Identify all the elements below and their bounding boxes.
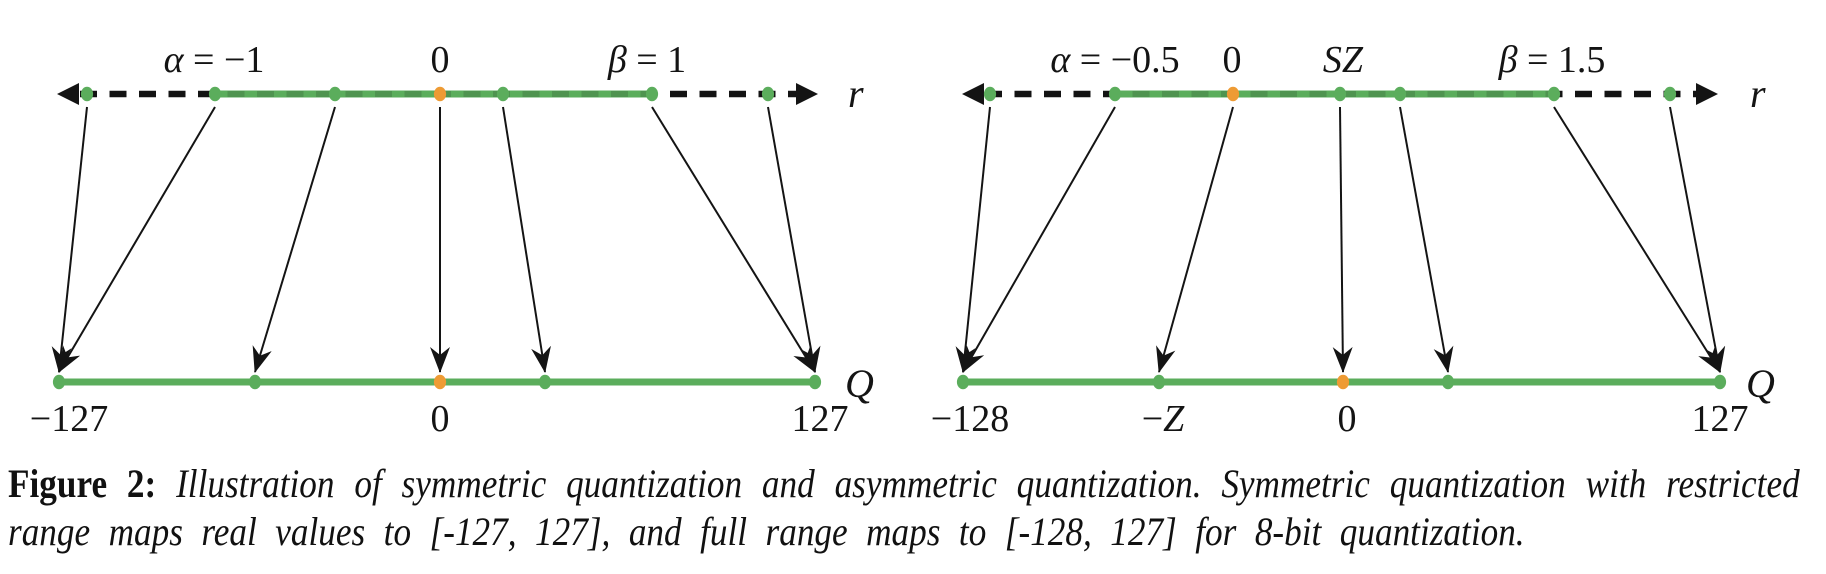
mapping-arrow: [58, 106, 216, 373]
mapping-arrow: [502, 106, 551, 373]
real-axis-tick-label: SZ: [1323, 39, 1364, 81]
real-axis-tick-label: α = −1: [164, 39, 265, 81]
mapping-arrow: [1553, 106, 1721, 373]
real-value-dot: [645, 86, 659, 102]
quantized-axis-tick-label: −127: [30, 398, 108, 440]
quantization-diagrams: α = −1 0 β = 1 −127 0 127 rQα = −0.5 0 SZ β = 1.5…: [30, 39, 1775, 440]
quantized-axis-tick-label: 0: [1338, 398, 1357, 440]
mapping-arrow: [1156, 106, 1234, 373]
real-value-dot: [328, 86, 342, 102]
real-value-dot: [983, 86, 997, 102]
quantized-axis-tick-label: −Z: [1142, 398, 1185, 440]
quantized-value-dot: [1336, 374, 1350, 390]
quantized-value-dot: [538, 374, 552, 390]
quantized-axis-tick-label: 0: [431, 398, 450, 440]
quantized-value-dot: [1713, 374, 1727, 390]
real-value-dot: [496, 86, 510, 102]
real-value-dot: [80, 86, 94, 102]
quantized-axis-name: Q: [845, 361, 874, 406]
real-value-dot: [208, 86, 222, 102]
real-axis-tick-label: 0: [1223, 39, 1242, 81]
caption-line1-text: Illustration of symmetric quantization a…: [156, 461, 1800, 506]
mapping-arrow: [651, 106, 816, 373]
mapping-arrow: [1332, 106, 1353, 373]
diagram-asymmetric-quantization: α = −0.5 0 SZ β = 1.5 −128 −Z 0 127 rQ: [931, 39, 1775, 440]
real-value-dot: [1333, 86, 1347, 102]
axis-left-arrowhead-icon: [57, 83, 79, 105]
real-axis-tick-label: β = 1.5: [1498, 39, 1606, 81]
quantized-value-dot: [52, 374, 66, 390]
caption-line-2: range maps real values to [-127, 127], a…: [8, 508, 1800, 556]
quantized-axis-tick-label: −128: [931, 398, 1009, 440]
caption-line-1: Figure 2: Illustration of symmetric quan…: [8, 460, 1800, 508]
mapping-arrow: [1399, 106, 1454, 373]
mapping-arrow: [51, 106, 88, 373]
real-value-dot: [1547, 86, 1561, 102]
mapping-arrow: [1669, 106, 1726, 373]
real-value-dot: [1393, 86, 1407, 102]
mapping-arrow: [767, 106, 821, 373]
real-axis-tick-label: α = −0.5: [1050, 39, 1179, 81]
real-axis-tick-label: 0: [431, 39, 450, 81]
real-value-dot: [761, 86, 775, 102]
real-axis-tick-label: β = 1: [607, 39, 686, 81]
mapping-arrow: [955, 106, 991, 373]
real-axis-name: r: [848, 71, 864, 116]
diagram-symmetric-quantization: α = −1 0 β = 1 −127 0 127 rQ: [30, 39, 874, 440]
quantized-axis-tick-label: 127: [792, 398, 849, 440]
caption-line2-text: range maps real values to [-127, 127], a…: [8, 509, 1525, 554]
quantized-value-dot: [1152, 374, 1166, 390]
real-value-dot: [1108, 86, 1122, 102]
quantized-value-dot: [1441, 374, 1455, 390]
real-value-dot: [1226, 86, 1240, 102]
quantized-value-dot: [956, 374, 970, 390]
figure-caption: Figure 2: Illustration of symmetric quan…: [8, 460, 1800, 556]
real-axis-name: r: [1750, 71, 1766, 116]
quantized-axis-tick-label: 127: [1692, 398, 1749, 440]
quantized-axis-name: Q: [1746, 361, 1775, 406]
real-value-dot: [1663, 86, 1677, 102]
caption-figure-label: Figure 2:: [8, 461, 157, 506]
quantized-value-dot: [808, 374, 822, 390]
axis-left-arrowhead-icon: [962, 83, 984, 105]
axis-right-arrowhead-icon: [1696, 83, 1718, 105]
mapping-arrow: [962, 106, 1116, 373]
mapping-arrow: [252, 106, 336, 373]
axis-right-arrowhead-icon: [796, 83, 818, 105]
quantized-value-dot: [248, 374, 262, 390]
quantized-value-dot: [433, 374, 447, 390]
real-value-dot: [433, 86, 447, 102]
